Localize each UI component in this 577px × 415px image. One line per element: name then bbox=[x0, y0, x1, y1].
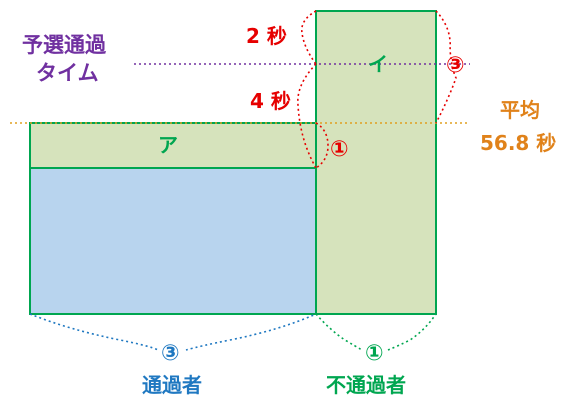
diff-upper-label: 2 秒 bbox=[246, 24, 287, 48]
diff-lower-brace bbox=[297, 63, 317, 169]
nonpassers-rect bbox=[315, 10, 437, 315]
qualifying-time-label-line2: タイム bbox=[36, 61, 99, 85]
ratio-small-brace bbox=[315, 122, 329, 169]
ratio-passers-label: ③ bbox=[161, 341, 180, 366]
qualifying-time-label-line1: 予選通過 bbox=[22, 33, 107, 57]
region-a-label: ア bbox=[158, 133, 178, 157]
passers-label: 通過者 bbox=[142, 373, 202, 397]
ratio-large-brace bbox=[435, 10, 457, 124]
average-label-line1: 平均 bbox=[500, 98, 540, 122]
ratio-nonpassers-label: ① bbox=[365, 341, 384, 366]
region-a-rect bbox=[29, 122, 317, 169]
ratio-small-right-label: ① bbox=[330, 137, 349, 162]
region-i-label: イ bbox=[368, 52, 388, 76]
nonpassers-label: 不通過者 bbox=[326, 373, 406, 397]
passers-brace bbox=[29, 313, 317, 351]
passers-rect bbox=[29, 167, 317, 315]
diff-upper-brace bbox=[300, 10, 317, 65]
ratio-large-right-label: ③ bbox=[446, 53, 465, 78]
average-label-line2: 56.8 秒 bbox=[480, 131, 556, 155]
nonpassers-brace bbox=[315, 313, 437, 351]
diff-lower-label: 4 秒 bbox=[250, 89, 291, 113]
